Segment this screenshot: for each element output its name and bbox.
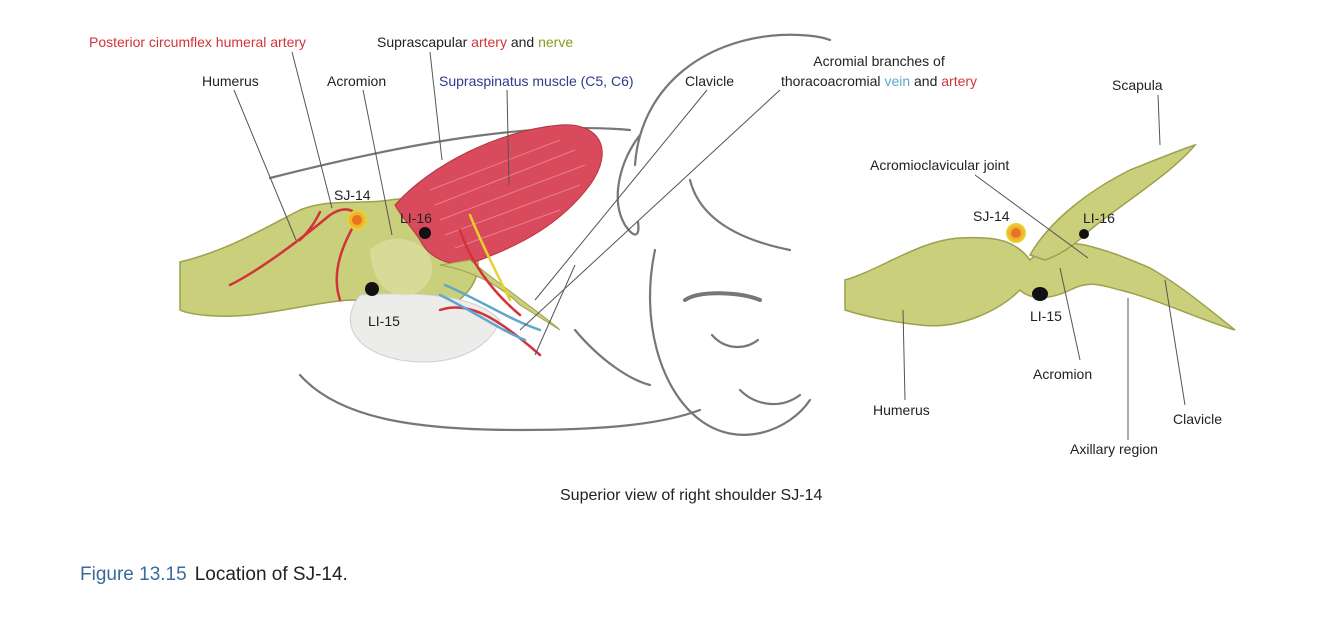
label-humerus-left: Humerus — [202, 73, 259, 90]
label-suprascapular-and: and — [511, 34, 534, 50]
label-scapula: Scapula — [1112, 77, 1163, 94]
view-caption: Superior view of right shoulder SJ-14 — [560, 487, 822, 505]
label-humerus-right: Humerus — [873, 402, 930, 419]
label-ac-joint: Acromioclavicular joint — [870, 157, 1009, 174]
li15-point-right — [1032, 287, 1048, 301]
label-clavicle-left: Clavicle — [685, 73, 734, 90]
label-li16-right: LI-16 — [1083, 210, 1115, 227]
label-acromial-prefix: thoracoacromial — [781, 73, 881, 89]
label-suprascapular-prefix: Suprascapular — [377, 34, 467, 50]
label-li16-left: LI-16 — [400, 210, 432, 227]
li16-point-right — [1079, 229, 1089, 239]
label-clavicle-right: Clavicle — [1173, 411, 1222, 428]
figure-number: Figure 13.15 — [80, 564, 187, 585]
label-supraspinatus: Supraspinatus muscle (C5, C6) — [439, 73, 634, 90]
label-sj14-left: SJ-14 — [334, 187, 371, 204]
label-acromial-branches: Acromial branches of thoracoacromial vei… — [770, 53, 988, 90]
label-acromial-and: and — [914, 73, 937, 89]
sj14-point-left-core — [352, 215, 362, 225]
sj14-point-right-core — [1011, 228, 1021, 238]
label-suprascapular-nerve: nerve — [538, 34, 573, 50]
label-suprascapular-artery: artery — [471, 34, 507, 50]
label-posterior-circumflex: Posterior circumflex humeral artery — [89, 34, 306, 51]
li16-point-left — [419, 227, 431, 239]
label-acromial-artery: artery — [941, 73, 977, 89]
label-acromial-vein: vein — [884, 73, 910, 89]
label-suprascapular: Suprascapular artery and nerve — [377, 34, 573, 51]
label-sj14-right: SJ-14 — [973, 208, 1010, 225]
figure-title: Location of SJ-14. — [195, 564, 348, 585]
label-li15-left: LI-15 — [368, 313, 400, 330]
label-axillary: Axillary region — [1070, 441, 1158, 458]
label-acromial-line2: thoracoacromial vein and artery — [770, 73, 988, 90]
label-acromion-right: Acromion — [1033, 366, 1092, 383]
li15-point-left — [365, 282, 379, 296]
label-acromion-left: Acromion — [327, 73, 386, 90]
figure-caption: Figure 13.15 Location of SJ-14. — [80, 564, 348, 586]
label-li15-right: LI-15 — [1030, 308, 1062, 325]
label-acromial-line1: Acromial branches of — [770, 53, 988, 70]
